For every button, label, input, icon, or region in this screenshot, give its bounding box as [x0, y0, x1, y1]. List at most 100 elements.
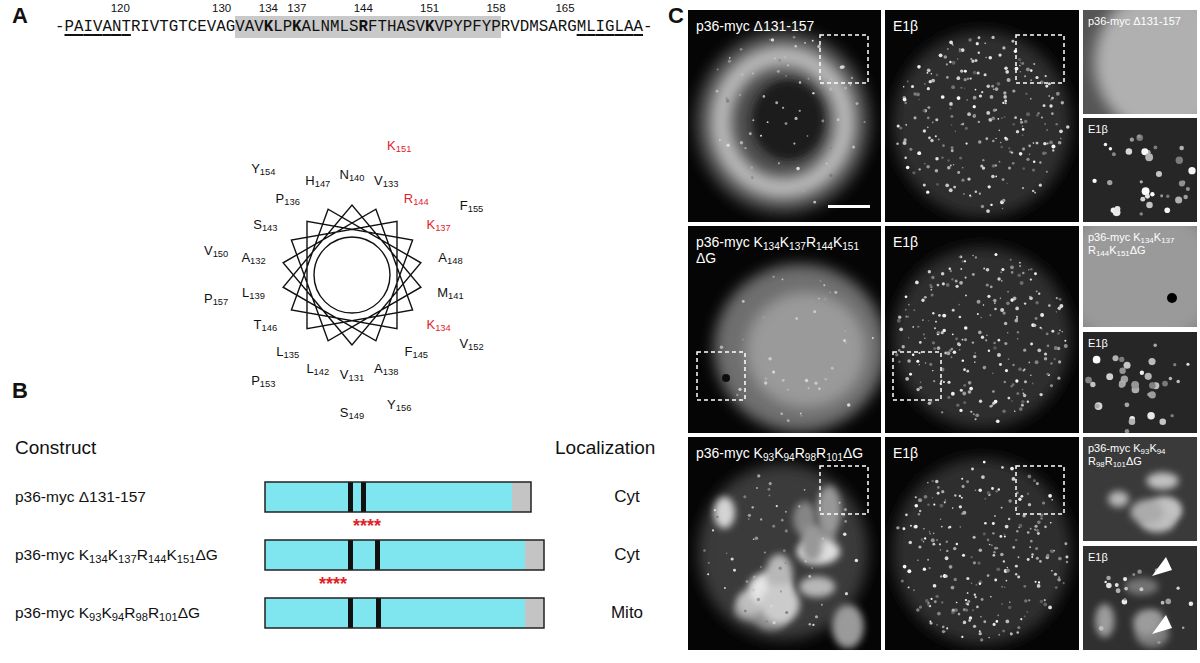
micrograph-shape	[784, 56, 787, 59]
micrograph-shape	[925, 599, 929, 603]
micrograph-shape	[919, 341, 922, 344]
micrograph-shape	[778, 59, 781, 62]
micrograph-ground	[1083, 332, 1197, 433]
micrograph-shape	[905, 316, 907, 318]
micrograph-shape	[939, 53, 943, 57]
residue-label: H147	[305, 173, 330, 189]
micrograph-shape	[805, 379, 809, 383]
micrograph-shape	[768, 488, 771, 491]
micrograph-shape	[1004, 534, 1006, 536]
panel-letter: C	[668, 3, 684, 29]
micrograph-shape	[782, 279, 784, 281]
micrograph-shape	[903, 86, 905, 88]
micrograph-shape	[918, 513, 920, 515]
micrograph-panel: E1β	[885, 10, 1079, 222]
micrograph-shape	[807, 135, 809, 137]
micrograph-shape	[1005, 102, 1007, 104]
micrograph-shape	[1002, 410, 1006, 414]
micrograph-shape	[1140, 180, 1143, 183]
micrograph-shape	[1095, 404, 1100, 409]
micrograph-shape	[927, 482, 928, 483]
micrograph-shape	[1124, 362, 1131, 369]
micrograph-shape	[927, 117, 930, 120]
micrograph-shape	[1006, 183, 1008, 185]
micrograph-shape	[1021, 62, 1024, 65]
micrograph-shape	[987, 295, 990, 298]
micrograph-shape	[936, 183, 939, 186]
micrograph-shape	[896, 143, 899, 146]
micrograph-shape	[744, 147, 746, 149]
micrograph-shape	[951, 586, 955, 590]
micrograph-shape	[961, 497, 963, 499]
micrograph-shape	[997, 118, 999, 120]
micrograph-shape	[923, 541, 924, 542]
micrograph-shape	[1179, 146, 1184, 151]
micrograph-shape	[1169, 377, 1172, 380]
micrograph-shape	[855, 375, 857, 377]
micrograph-shape	[1017, 331, 1019, 333]
micrograph-shape	[852, 145, 855, 148]
subscript: 93	[763, 452, 774, 463]
subscript: 147	[315, 180, 331, 190]
micrograph-shape	[956, 543, 958, 545]
micrograph-shape	[960, 69, 963, 72]
micrograph-shape	[1036, 142, 1039, 145]
micrograph-shape	[752, 119, 754, 121]
micrograph-shape	[1052, 149, 1054, 151]
micrograph-shape	[1043, 142, 1046, 145]
micrograph-shape	[1104, 143, 1107, 146]
micrograph-shape	[1035, 581, 1037, 583]
panel-label: E1β	[893, 445, 1068, 461]
micrograph-shape	[959, 156, 962, 159]
subscript: 101	[826, 452, 843, 463]
residue-label: M141	[437, 285, 463, 301]
micrograph-shape	[814, 381, 817, 384]
micrograph-shape	[949, 188, 953, 192]
micrograph-shape	[1150, 192, 1154, 196]
micrograph-shape	[924, 163, 926, 165]
micrograph-shape	[967, 600, 970, 603]
micrograph-shape	[752, 80, 824, 160]
subscript: 151	[842, 241, 859, 252]
construct-name: p36-myc Δ131-157	[15, 488, 146, 507]
micrograph-shape	[1055, 586, 1058, 589]
micrograph-shape	[1001, 507, 1003, 509]
micrograph-shape	[1048, 82, 1051, 85]
micrograph-shape	[962, 554, 965, 557]
micrograph-shape	[1034, 192, 1036, 194]
panel-label: p36-myc K134K137R144K151 ΔG	[696, 234, 871, 266]
micrograph-shape	[844, 87, 847, 90]
residue: A	[634, 18, 643, 36]
micrograph-shape	[927, 559, 929, 561]
micrograph-shape	[987, 491, 991, 495]
micrograph-shape	[1029, 296, 1033, 300]
residue-label: L142	[306, 361, 329, 377]
micrograph-shape	[926, 165, 930, 169]
subscript: 144	[816, 241, 833, 252]
micrograph-shape	[994, 308, 997, 311]
micrograph-shape	[1050, 549, 1054, 553]
micrograph-shape	[979, 632, 982, 635]
micrograph-shape	[749, 132, 752, 135]
micrograph-shape	[844, 508, 847, 511]
zoom-box	[893, 352, 941, 400]
micrograph-shape	[798, 505, 800, 507]
micrograph	[688, 10, 881, 222]
panel-label: p36-myc Δ131-157	[696, 18, 871, 34]
micrograph-shape	[931, 73, 932, 74]
micrograph-shape	[1054, 573, 1057, 576]
micrograph-shape	[923, 129, 926, 132]
micrograph-shape	[787, 419, 790, 422]
micrograph-shape	[978, 36, 981, 39]
micrograph-shape	[978, 580, 982, 584]
micrograph-shape	[953, 186, 956, 189]
micrograph-shape	[721, 56, 845, 188]
micrograph-shape	[970, 58, 972, 60]
micrograph-shape	[940, 518, 941, 519]
micrograph-shape	[1010, 259, 1012, 261]
micrograph-shape	[1035, 360, 1039, 364]
micrograph-shape	[973, 96, 977, 100]
micrograph-shape	[925, 362, 926, 363]
micrograph-shape	[1010, 265, 1014, 269]
micrograph-shape	[1004, 116, 1006, 118]
